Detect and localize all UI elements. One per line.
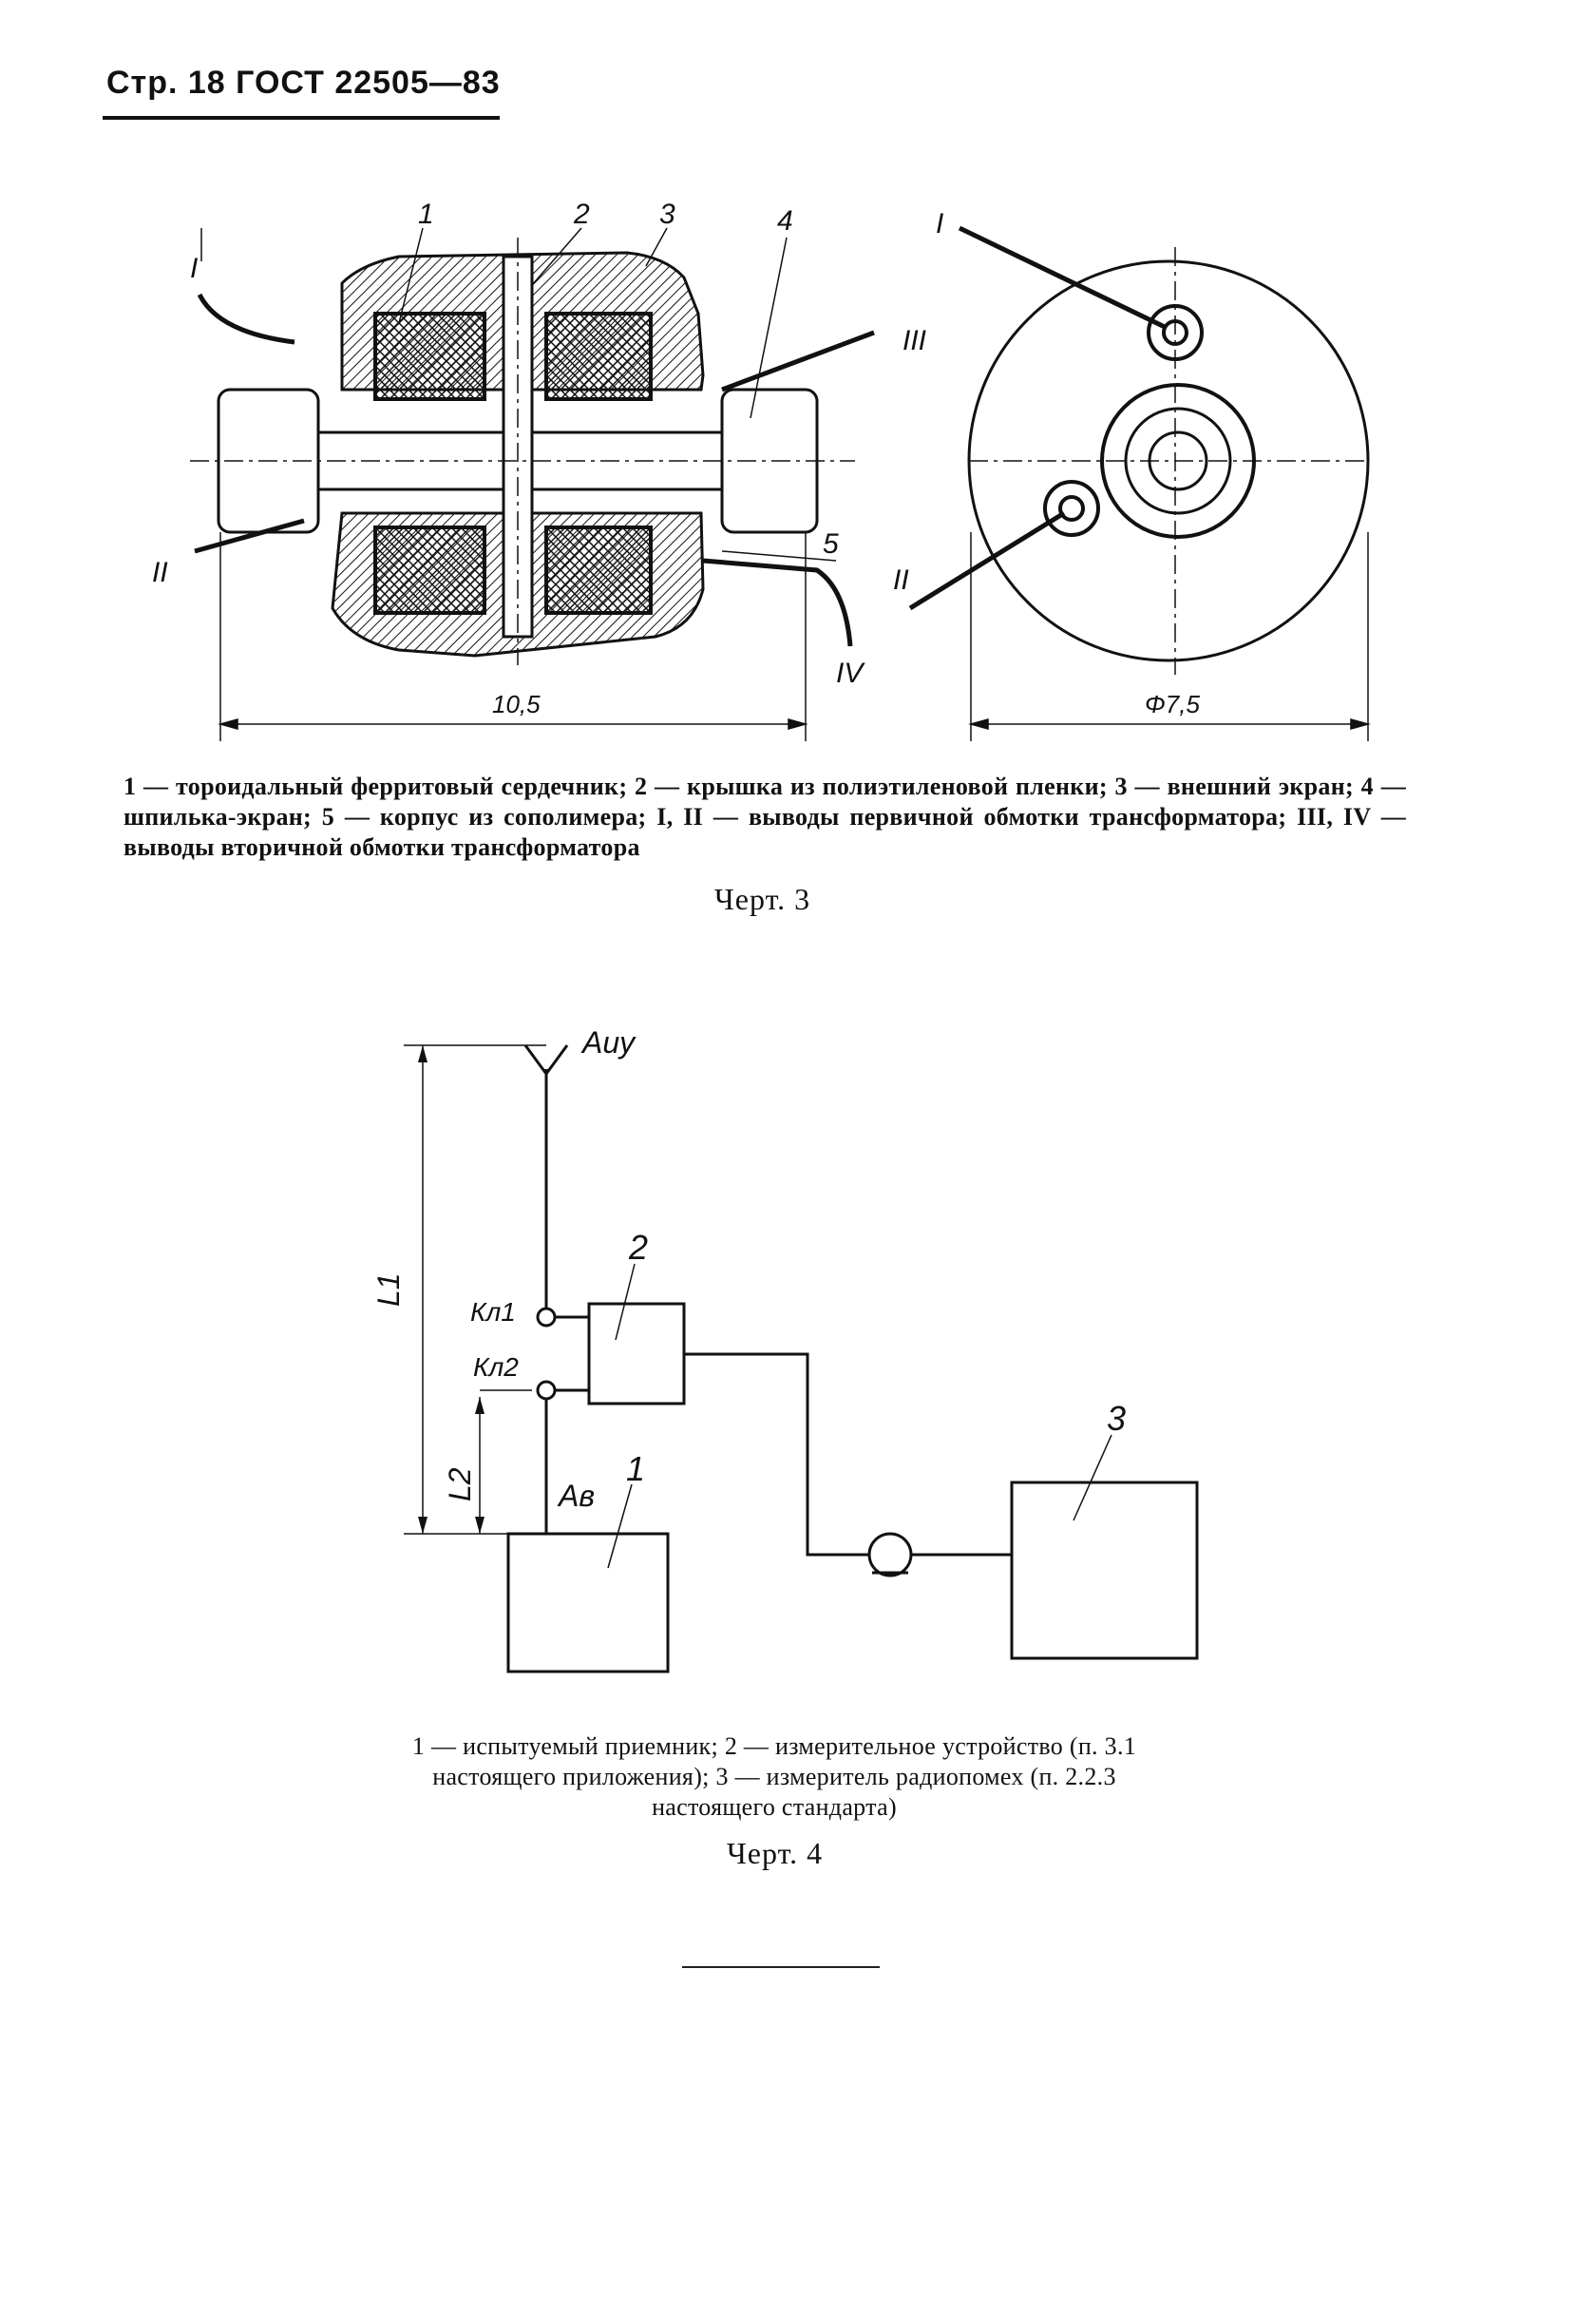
callout-2: 2	[573, 199, 590, 230]
figure-3-callout-lines	[200, 227, 837, 562]
figure-4-schematic	[404, 1044, 1199, 1673]
figure-4-title: Черт. 4	[727, 1836, 824, 1870]
block-3	[1010, 1481, 1199, 1660]
callout-lead-II: II	[152, 557, 168, 588]
block-label-3: 3	[1107, 1399, 1126, 1438]
dimension-diameter: Φ7,5	[1145, 690, 1200, 718]
callout-lead-IV: IV	[836, 658, 865, 689]
endview-lead-I: I	[936, 208, 943, 239]
label-L1: L1	[371, 1272, 406, 1307]
callout-5: 5	[823, 528, 839, 560]
transformer-end-view	[908, 225, 1370, 675]
label-antenna: Аиу	[580, 1025, 636, 1060]
block-label-1: 1	[626, 1449, 645, 1488]
label-switch-2: Кл2	[473, 1352, 519, 1382]
figure-4-arrows	[418, 1045, 484, 1534]
block-1	[506, 1532, 670, 1673]
dimension-length-line	[218, 532, 808, 741]
callout-4: 4	[777, 205, 793, 237]
figure-4-callout-lines	[607, 1263, 1112, 1569]
transformer-section	[190, 238, 875, 665]
label-switch-1: Кл1	[470, 1297, 516, 1327]
callout-lead-III: III	[902, 325, 926, 356]
figure-4-caption: 1 — испытуемый приемник; 2 — измерительн…	[411, 1732, 1137, 1821]
block-label-2: 2	[628, 1228, 648, 1267]
dimension-diameter-line	[968, 532, 1371, 741]
page-header: Стр. 18 ГОСТ 22505—83	[106, 65, 501, 101]
callout-1: 1	[418, 199, 434, 230]
block-2	[587, 1302, 686, 1405]
header-underline	[103, 116, 500, 120]
dimension-length: 10,5	[492, 690, 541, 718]
label-L2: L2	[443, 1467, 477, 1501]
end-rule	[682, 1966, 880, 1968]
endview-lead-II: II	[893, 564, 909, 596]
label-Av: Ав	[557, 1479, 595, 1513]
callout-3: 3	[659, 199, 675, 230]
callout-lead-I: I	[190, 253, 198, 284]
figure-3-caption: 1 — тороидальный ферритовый сердечник; 2…	[124, 773, 1406, 861]
figure-3-title: Черт. 3	[714, 882, 811, 916]
